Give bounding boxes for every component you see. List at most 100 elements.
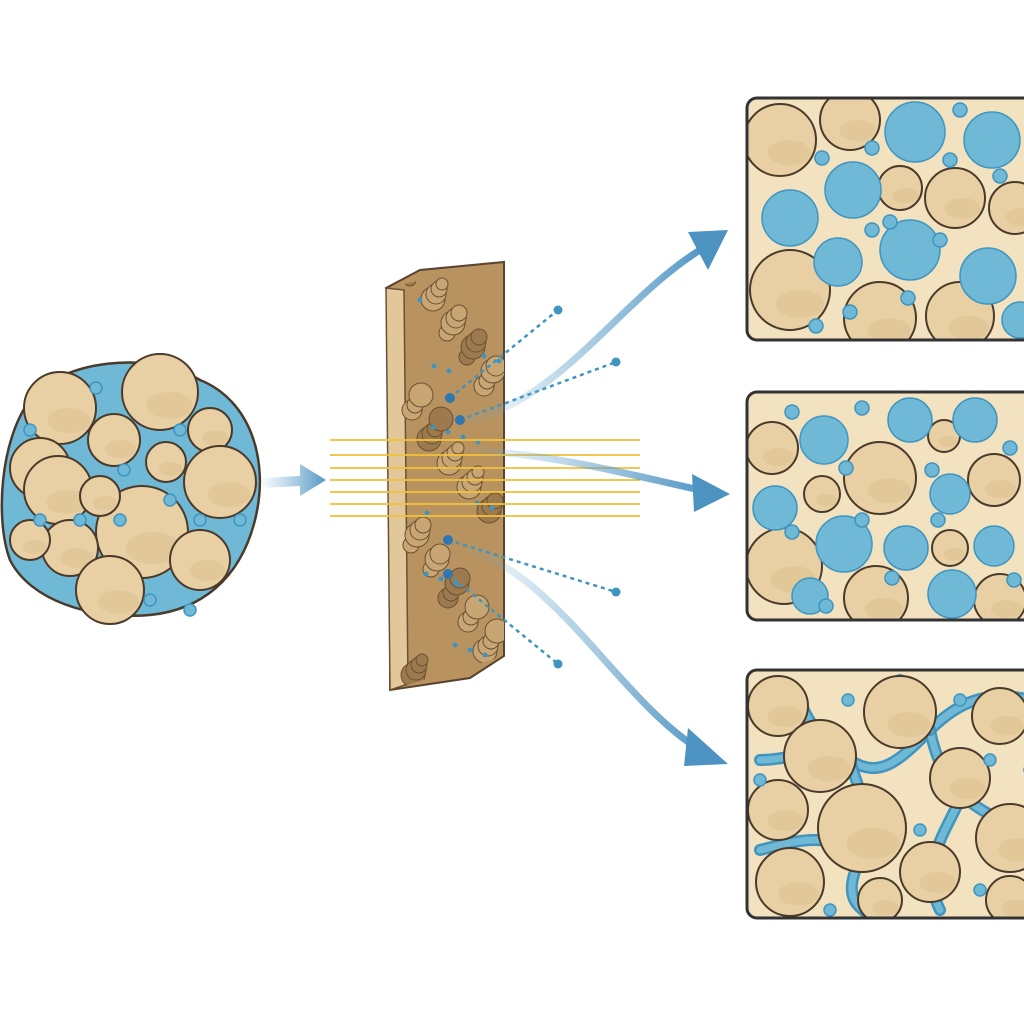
grain: [863, 675, 937, 749]
grain: [87, 413, 141, 467]
grain-shade: [984, 480, 1017, 499]
grain: [783, 719, 857, 793]
grain: [985, 875, 1024, 918]
grain-shade: [189, 560, 226, 581]
pore: [959, 247, 1017, 305]
pore: [818, 598, 834, 614]
grain: [967, 453, 1021, 507]
grain: [755, 847, 825, 917]
grain-shade: [1005, 208, 1024, 227]
pore: [900, 290, 916, 306]
grain-shade: [990, 716, 1024, 736]
grain-shade: [47, 408, 91, 434]
pore: [1006, 572, 1022, 588]
arrowhead-middle: [692, 474, 730, 512]
slab-pore: [438, 576, 444, 582]
grain: [877, 165, 923, 211]
pore: [932, 232, 948, 248]
grain: [803, 475, 841, 513]
pore: [884, 570, 900, 586]
pore: [784, 524, 800, 540]
grain-shade: [872, 900, 899, 916]
slab-grain: [484, 618, 504, 644]
pore: [953, 693, 967, 707]
probe-endpoint: [553, 659, 563, 669]
grain-shade: [762, 448, 795, 467]
slab-pore: [482, 652, 488, 658]
pore: [752, 485, 798, 531]
pore: [193, 513, 207, 527]
pore: [183, 603, 197, 617]
grain: [975, 803, 1024, 873]
grain-shade: [104, 440, 137, 459]
probe-origin: [443, 535, 453, 545]
probe-origin: [455, 415, 465, 425]
slab-pore: [467, 647, 473, 653]
pore: [823, 903, 837, 917]
pore: [913, 823, 927, 837]
pore: [73, 513, 87, 527]
pore: [89, 381, 103, 395]
grain-shade: [146, 392, 193, 419]
grain-shade: [46, 490, 87, 514]
pore: [838, 460, 854, 476]
grain-shade: [943, 548, 966, 561]
grain: [23, 371, 97, 445]
slab-grain: [435, 277, 449, 291]
grain-shade: [839, 120, 876, 141]
pore: [854, 400, 870, 416]
slab-pore: [430, 424, 436, 430]
pore: [813, 237, 863, 287]
slab-pore: [446, 368, 452, 374]
grain-shade: [867, 318, 911, 340]
pore: [927, 569, 977, 619]
pore: [799, 415, 849, 465]
pore: [879, 219, 941, 281]
panel-dispersed-pores: [745, 96, 1024, 342]
grain: [145, 441, 187, 483]
slab-grain: [470, 328, 488, 346]
pore: [163, 493, 177, 507]
output-arrows: [466, 230, 730, 766]
arrow-to-top-panel: [466, 246, 704, 424]
grain-shade: [60, 548, 94, 568]
slab-pore: [489, 505, 495, 511]
pore: [887, 397, 933, 443]
grain: [9, 519, 51, 561]
pore: [841, 693, 855, 707]
panel-connected-channels: [745, 668, 1024, 920]
grain: [121, 353, 199, 431]
grain: [931, 529, 969, 567]
pore: [952, 397, 998, 443]
probe-line: [447, 538, 617, 594]
pore: [930, 512, 946, 528]
grain-shade: [846, 828, 900, 859]
slab-grain: [451, 441, 465, 455]
grain: [899, 841, 961, 903]
pore: [233, 513, 247, 527]
grain: [817, 783, 907, 873]
grain-shade: [93, 496, 117, 510]
slab-pore: [431, 363, 437, 369]
input-arrow: [262, 464, 326, 496]
pore: [992, 168, 1008, 184]
pore: [784, 404, 800, 420]
pore: [864, 140, 880, 156]
probe-endpoint: [611, 587, 621, 597]
grain-shade: [767, 810, 804, 831]
grain-shade: [23, 540, 47, 554]
pore: [882, 214, 898, 230]
grain-shade: [778, 882, 819, 906]
grain-shade: [990, 600, 1023, 619]
panel-mixed-pores: [745, 390, 1024, 622]
grain-shade: [949, 778, 986, 799]
grain: [988, 181, 1024, 235]
slab-grain: [429, 543, 451, 565]
slab-pore: [460, 434, 466, 440]
pore: [33, 513, 47, 527]
arrow-to-bottom-panel: [466, 546, 704, 754]
pore: [864, 222, 880, 238]
probe-origin: [443, 569, 453, 579]
grain-shade: [998, 838, 1024, 862]
grain: [749, 249, 831, 331]
